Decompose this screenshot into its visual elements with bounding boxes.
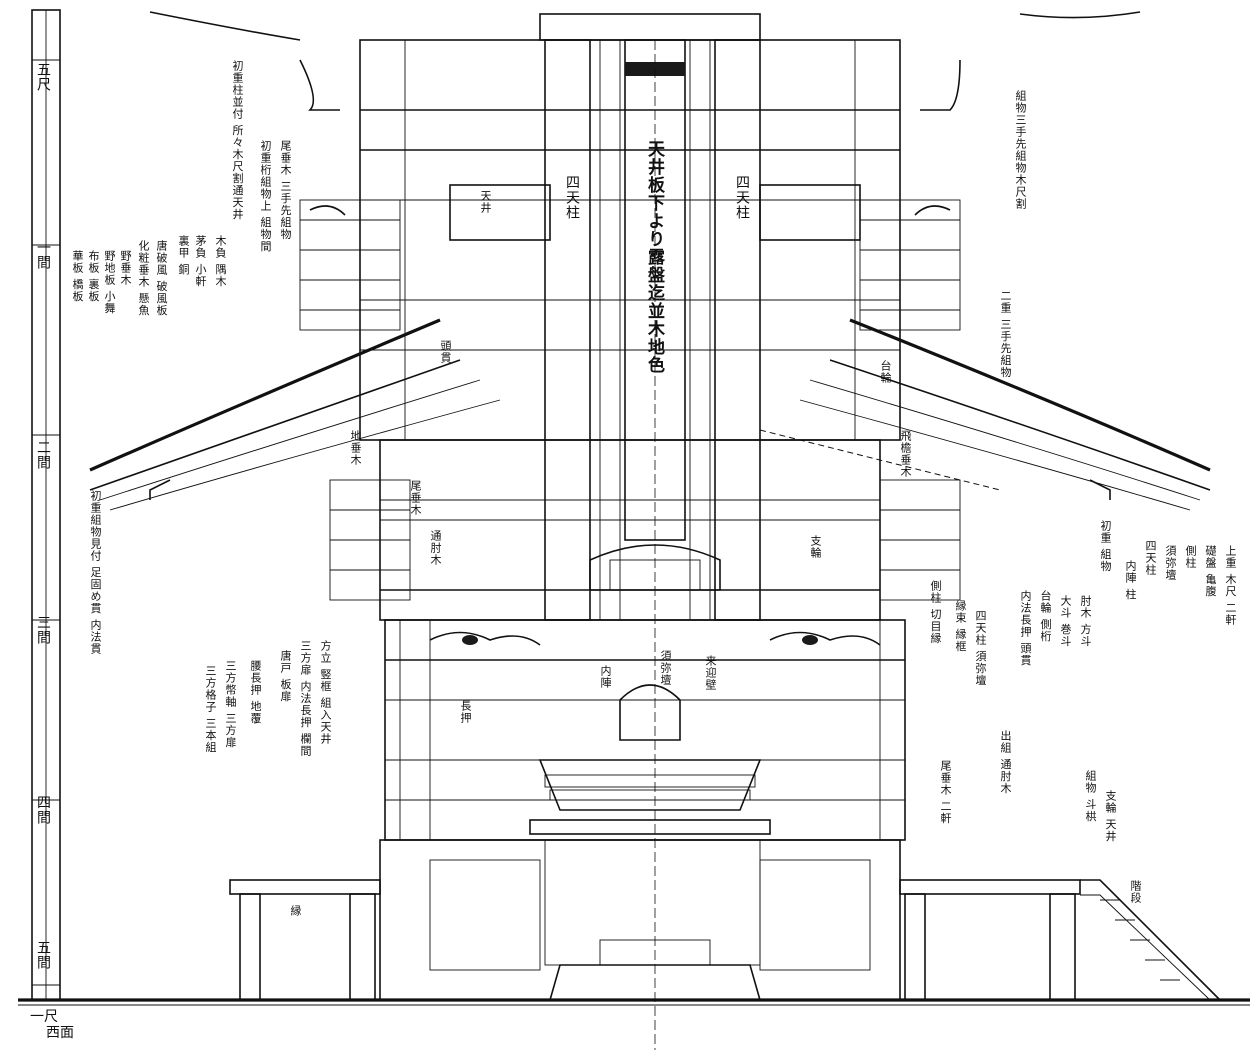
right-note: 内陣 柱	[1124, 560, 1137, 601]
veranda	[229, 879, 1081, 1001]
interior-label: 来迎壁	[704, 655, 717, 691]
right-note: 縁束 縁框	[954, 600, 967, 653]
bracket-clusters	[299, 199, 961, 601]
interior-label: 縁	[289, 905, 302, 917]
cloud-brackets	[429, 631, 881, 646]
scale-bottom-label: 一尺	[30, 1009, 58, 1025]
left-note: 裏甲 銅	[177, 235, 190, 276]
left-note: 初重柱並付 所々木尺割通天井	[231, 60, 244, 221]
interior-label: 内陣	[599, 665, 612, 689]
interior-label: 飛檐垂木	[899, 430, 912, 478]
left-note: 化粧垂木 懸魚	[137, 240, 150, 317]
left-note: 三方扉 内法長押 欄間	[299, 640, 312, 757]
right-note: 礎盤 亀腹	[1204, 545, 1217, 598]
top-beam	[539, 13, 761, 41]
interior-label: 四天柱	[564, 175, 580, 220]
top-roof-fragment	[149, 11, 1141, 111]
right-note: 上重 木尺 二軒	[1224, 545, 1237, 626]
right-note: 尾垂木 二軒	[939, 760, 952, 825]
right-note: 支輪 天井	[1104, 790, 1117, 843]
interior-label: 頭貫	[439, 340, 452, 364]
right-note: 四天柱	[1144, 540, 1157, 576]
left-note: 華板 橋板	[71, 250, 84, 303]
scale-bar	[31, 9, 61, 1001]
altar-platform	[529, 544, 771, 835]
interior-label: 長押	[459, 700, 472, 724]
scale-mark: 五間	[35, 940, 51, 970]
interior-label: 須弥壇	[659, 650, 672, 686]
right-note: 側柱 切目縁	[929, 580, 942, 645]
right-note: 組物三手先組物木尺割	[1014, 90, 1027, 210]
left-note: 野地板 小舞	[103, 250, 116, 315]
left-note: 初重桁組物上 組物間	[259, 140, 272, 253]
corner-label: 西面	[46, 1025, 74, 1041]
foundation	[379, 839, 901, 1001]
central-post-label: 天井板下より露盤迄並木地色	[644, 140, 664, 374]
interior-label: 支輪	[809, 535, 822, 559]
lower-storey-frame	[379, 439, 906, 841]
left-note: 腰長押 地覆	[249, 660, 262, 725]
left-note: 木負 隅木	[214, 235, 227, 288]
left-note: 方立 竪框 組入天井	[319, 640, 332, 745]
right-note: 初重 組物	[1099, 520, 1112, 573]
interior-label: 天井	[479, 190, 492, 214]
interior-label: 四天柱	[734, 175, 750, 220]
right-note: 台輪 側桁	[1039, 590, 1052, 643]
left-note: 唐戸 板扉	[279, 650, 292, 703]
scale-mark: 一間	[35, 240, 51, 270]
scale-mark: 二間	[35, 440, 51, 470]
scale-mark: 五尺	[35, 62, 51, 92]
interior-label: 台輪	[879, 360, 892, 384]
left-note: 唐破風 破風板	[155, 240, 168, 317]
interior-label: 地垂木	[349, 430, 362, 466]
interior-label: 尾垂木	[409, 480, 422, 516]
left-note: 初重組物見付 足固め貫 内法貫	[89, 490, 102, 655]
left-note: 三方幣軸 三方扉	[224, 660, 237, 749]
right-note: 出組 通肘木	[999, 730, 1012, 795]
right-note: 須弥壇	[1164, 545, 1177, 581]
left-note: 尾垂木 三手先組物	[279, 140, 292, 241]
stair	[1080, 879, 1221, 1001]
right-note: 四天柱 須弥壇	[974, 610, 987, 687]
right-note: 組物 斗栱	[1084, 770, 1097, 823]
upper-eaves	[89, 318, 1211, 511]
interior-label: 階段	[1129, 880, 1142, 904]
right-note: 肘木 方斗	[1079, 595, 1092, 648]
right-note: 二重 三手先組物	[999, 290, 1012, 379]
scale-mark: 四間	[35, 795, 51, 825]
scale-mark: 三間	[35, 615, 51, 645]
interior-label: 通肘木	[429, 530, 442, 566]
right-note: 内法長押 頭貫	[1019, 590, 1032, 667]
left-note: 茅負 小軒	[194, 235, 207, 288]
left-note: 三方格子 三本組	[204, 665, 217, 754]
left-note: 布板 裏板	[87, 250, 100, 303]
left-note: 野垂木	[119, 250, 132, 286]
upper-storey-frame	[359, 39, 901, 441]
right-note: 大斗 巻斗	[1059, 595, 1072, 648]
right-note: 側柱	[1184, 545, 1197, 569]
